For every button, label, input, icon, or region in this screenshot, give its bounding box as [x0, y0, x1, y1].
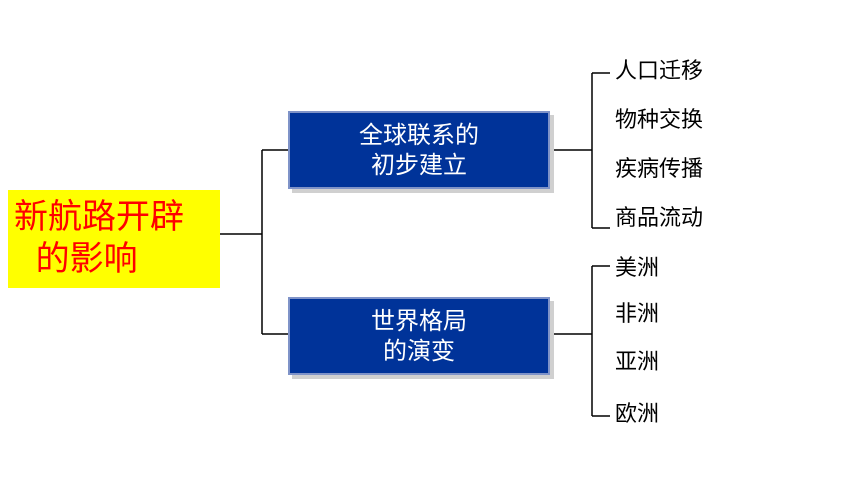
root-node: 新航路开辟 的影响	[8, 190, 220, 288]
leaf-item: 物种交换	[615, 108, 704, 133]
leaf-item: 美洲	[615, 256, 660, 281]
branch-label: 世界格局 的演变	[371, 307, 467, 365]
leaf-item: 欧洲	[615, 402, 660, 427]
leaf-item: 疾病传播	[615, 157, 704, 182]
branch-node-global-connection: 全球联系的 初步建立	[288, 111, 550, 189]
leaf-item: 非洲	[615, 302, 660, 327]
root-connector	[220, 149, 288, 335]
branch-label: 全球联系的 初步建立	[359, 121, 479, 179]
leaf-item: 商品流动	[615, 206, 704, 231]
leaf-item: 人口迁移	[615, 59, 704, 84]
branch2-connector	[548, 265, 610, 417]
branch1-connector	[548, 72, 610, 229]
branch-node-world-pattern: 世界格局 的演变	[288, 297, 550, 375]
leaf-item: 亚洲	[615, 350, 660, 375]
root-label: 新航路开辟 的影响	[14, 197, 184, 279]
